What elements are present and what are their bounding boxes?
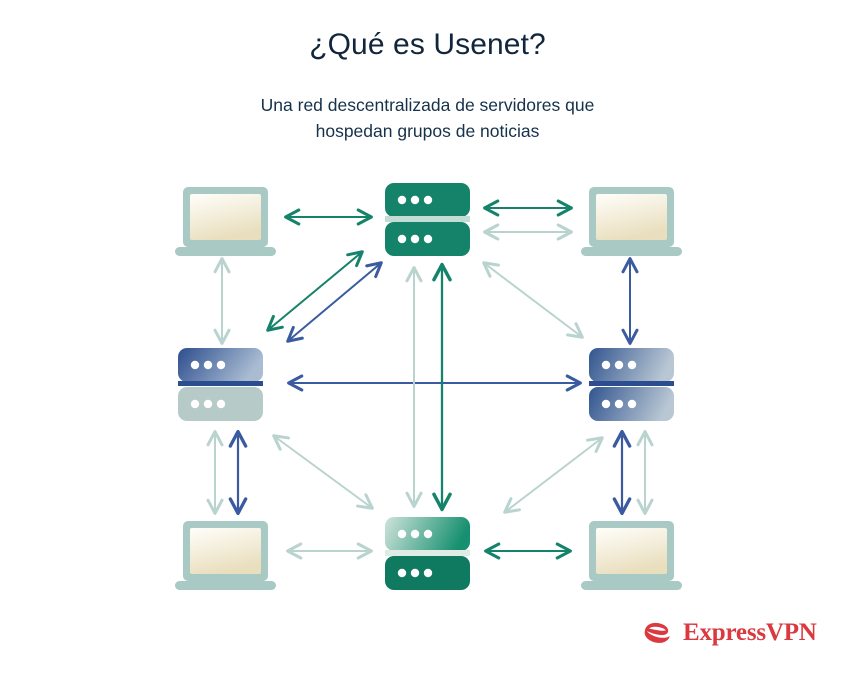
node-laptop-bottom-right[interactable] [581,521,682,590]
node-server-middle-right[interactable] [589,348,674,421]
expressvpn-logo-icon [644,622,670,643]
server-status-dots [601,360,637,409]
page-subtitle-line-1: Una red descentralizada de servidores qu… [260,95,595,115]
connection-c15 [503,436,604,514]
page-title: ¿Qué es Usenet? [309,28,546,61]
node-laptop-top-left[interactable] [175,187,276,256]
page-subtitle-line-2: hospedan grupos de noticias [315,121,540,141]
server-status-dots [190,360,226,409]
connection-c6 [286,261,383,343]
node-server-middle-left[interactable] [178,348,263,421]
server-status-dots [397,529,433,578]
connection-c7 [482,261,584,339]
connection-c14 [272,434,374,510]
node-laptop-bottom-left[interactable] [175,521,276,590]
connection-arrows [206,199,654,560]
node-laptop-top-right[interactable] [581,187,682,256]
page-subtitle: Una red descentralizada de servidores qu… [0,92,855,144]
server-status-dots [397,195,433,244]
node-server-bottom-center[interactable] [385,517,470,590]
expressvpn-wordmark: ExpressVPN [683,619,817,646]
expressvpn-logo[interactable]: ExpressVPN [640,612,817,654]
node-server-top-center[interactable] [385,183,470,256]
